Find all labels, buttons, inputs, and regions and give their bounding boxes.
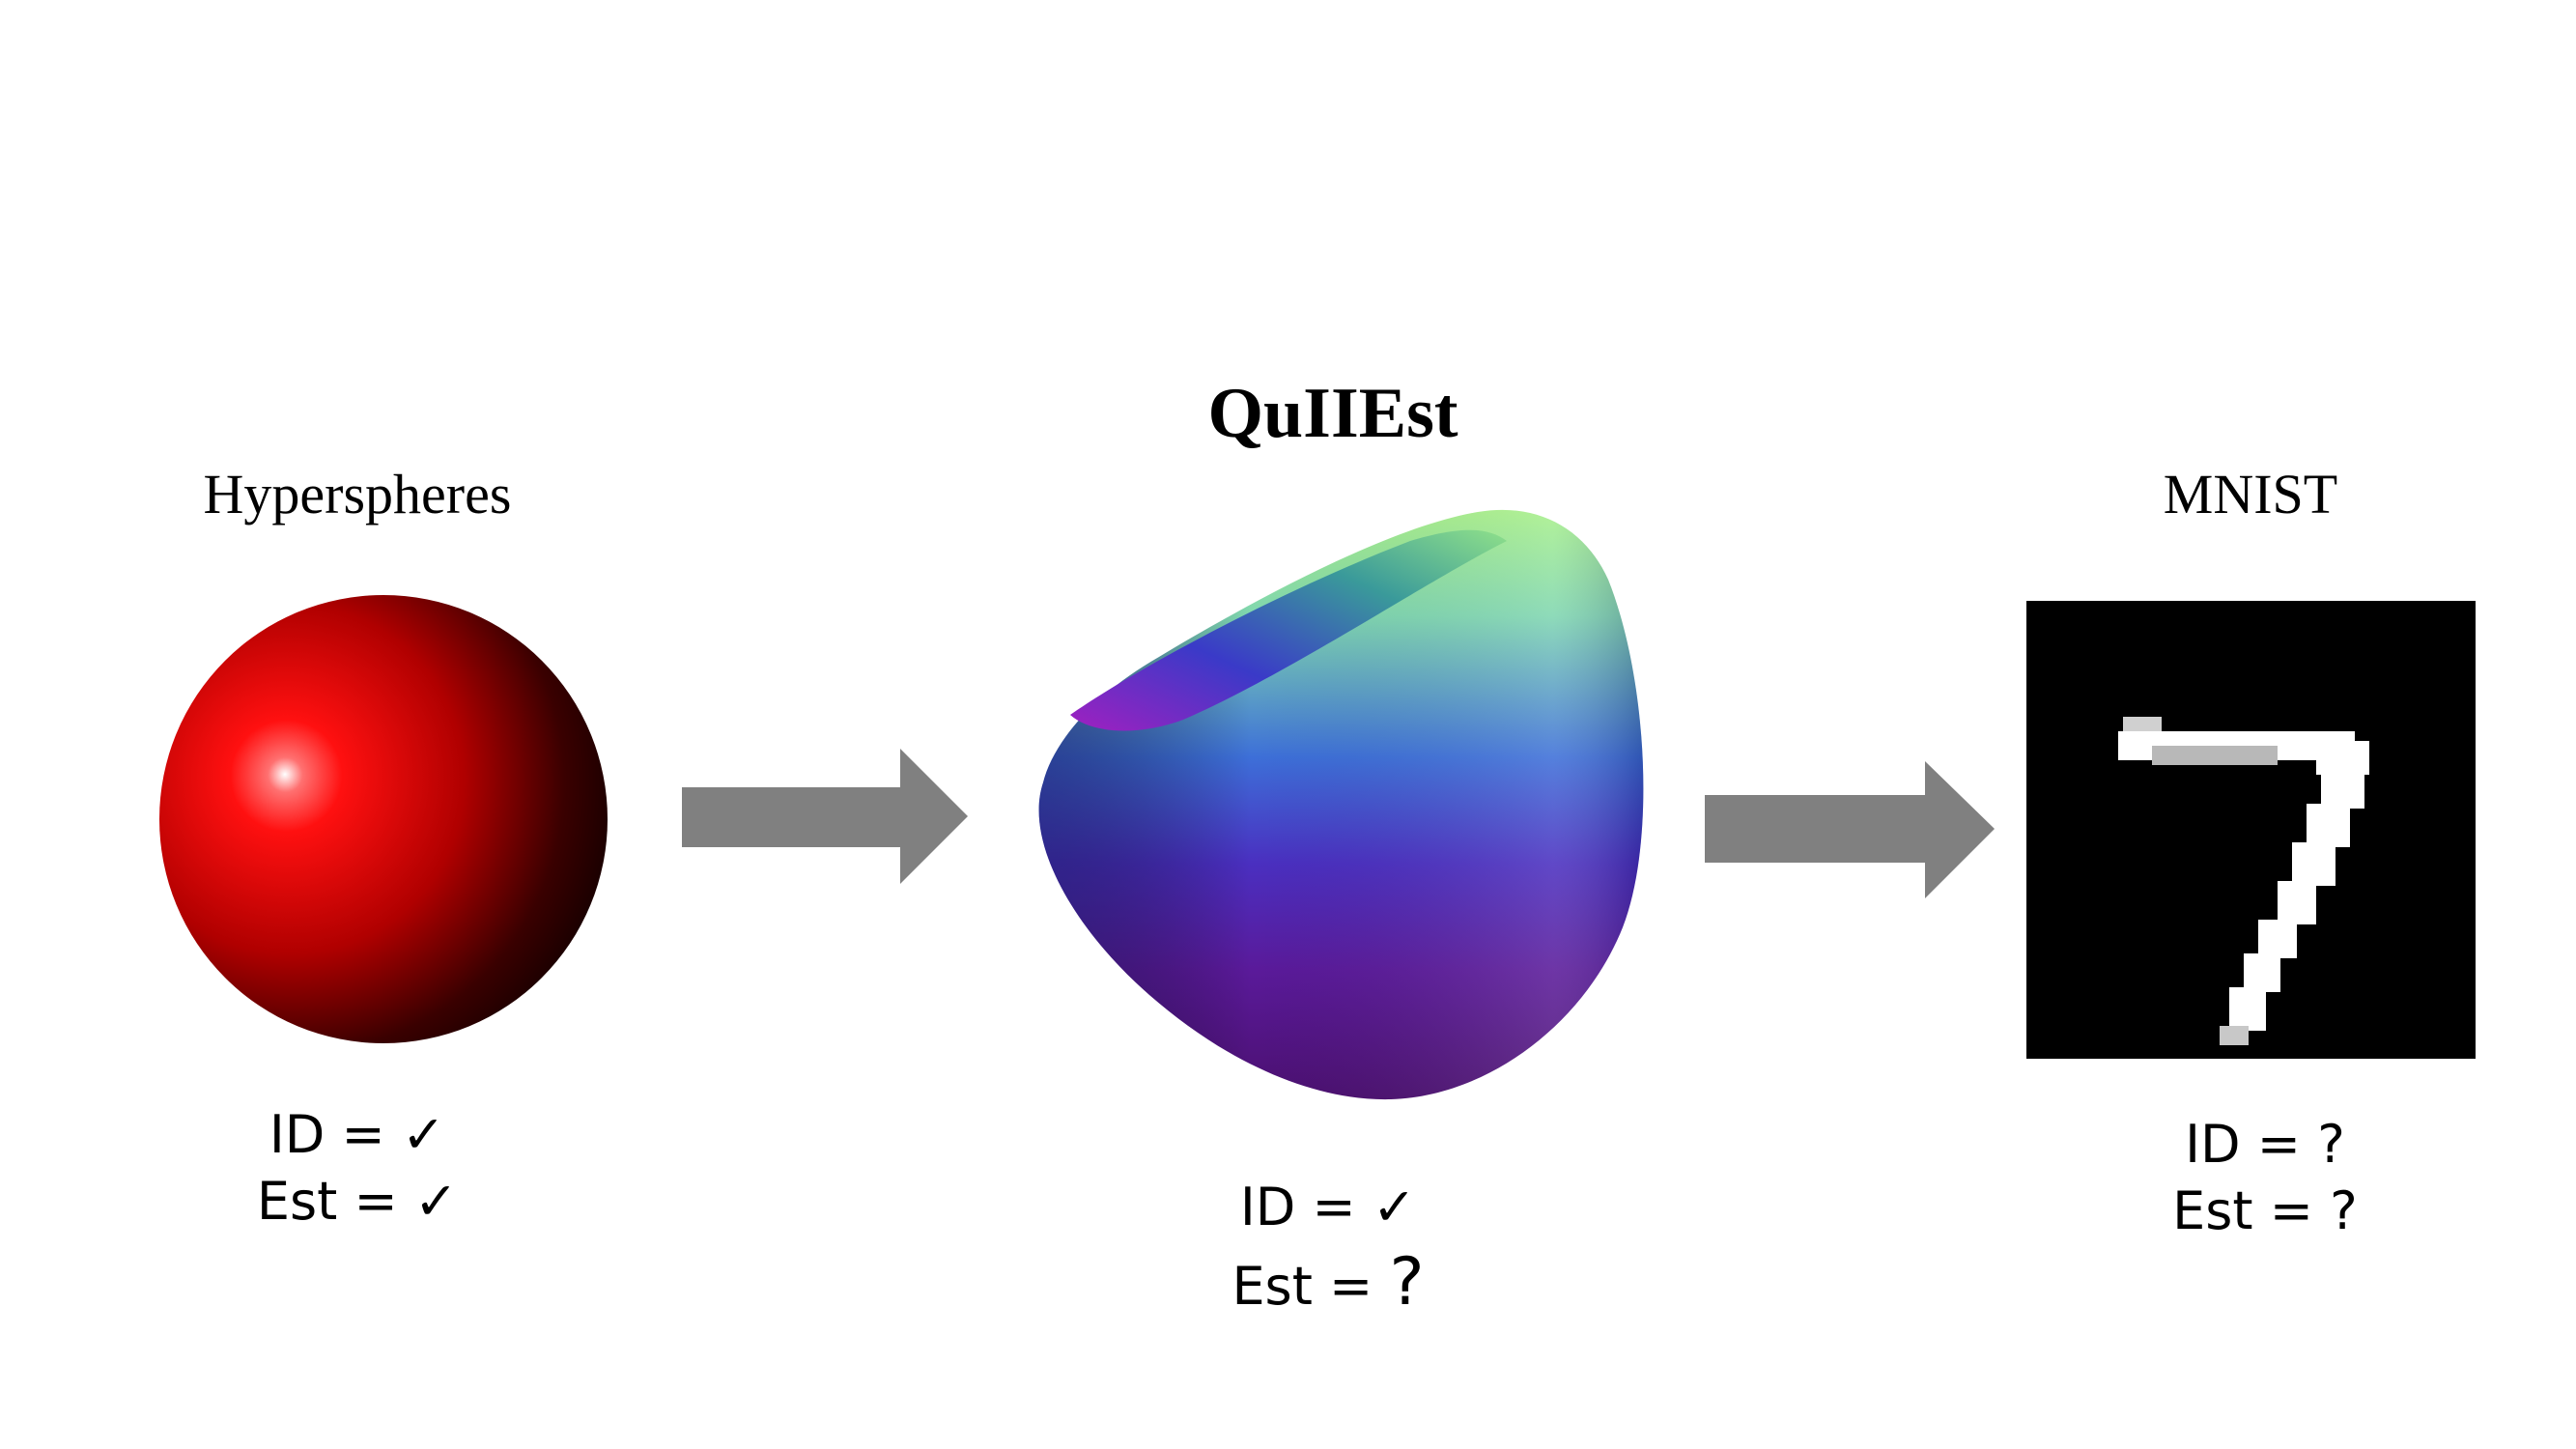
hypersphere-sphere xyxy=(159,595,608,1043)
id-line: ID = ✓ xyxy=(164,1101,551,1168)
id-label: ID = xyxy=(2185,1114,2318,1175)
question-mark-icon: ? xyxy=(2317,1114,2345,1175)
quiiest-surface xyxy=(1038,509,1644,1100)
check-icon: ✓ xyxy=(1372,1177,1417,1237)
mnist-digit-image xyxy=(2026,601,2476,1059)
digit-seven-icon xyxy=(2118,717,2369,1045)
quiiest-title: QuIIEst xyxy=(1207,374,1458,453)
question-mark-icon: ? xyxy=(1389,1244,1425,1321)
quiiest-caption: ID = ✓ Est = ? xyxy=(1135,1174,1521,1324)
id-line: ID = ✓ xyxy=(1135,1174,1521,1240)
est-label: Est = xyxy=(2172,1180,2331,1242)
check-icon: ✓ xyxy=(401,1104,446,1165)
id-label: ID = xyxy=(1239,1177,1373,1237)
est-label: Est = xyxy=(1231,1256,1390,1318)
id-label: ID = xyxy=(269,1104,402,1165)
est-line: Est = ? xyxy=(2072,1178,2458,1244)
arrow-right-icon xyxy=(1705,761,1995,898)
check-icon: ✓ xyxy=(413,1171,459,1233)
est-label: Est = xyxy=(256,1171,414,1233)
id-line: ID = ? xyxy=(2072,1111,2458,1178)
arrow-right-icon xyxy=(682,749,968,884)
hyperspheres-caption: ID = ✓ Est = ✓ xyxy=(164,1101,551,1235)
hyperspheres-label: Hyperspheres xyxy=(203,463,512,526)
question-mark-icon: ? xyxy=(2330,1180,2358,1242)
est-line: Est = ✓ xyxy=(164,1168,551,1235)
mnist-label: MNIST xyxy=(2163,463,2338,526)
est-line: Est = ? xyxy=(1135,1240,1521,1324)
mnist-caption: ID = ? Est = ? xyxy=(2072,1111,2458,1244)
